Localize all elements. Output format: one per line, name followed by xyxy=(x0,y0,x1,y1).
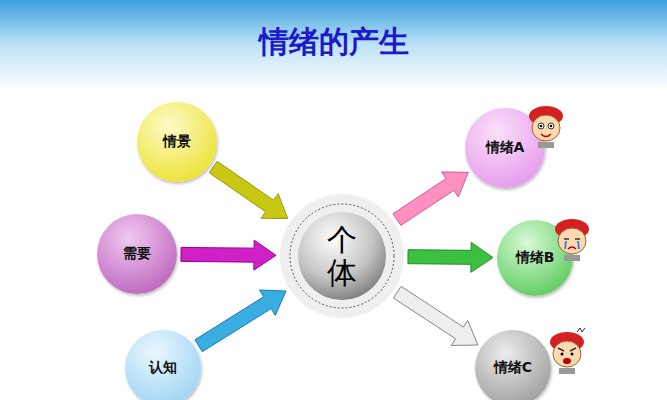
block-arrow xyxy=(393,286,477,345)
ball-label: 需要 xyxy=(123,245,151,263)
diagram-title: 情绪的产生 xyxy=(0,22,667,63)
ball-label: 情绪B xyxy=(516,249,555,267)
center-label: 个体 xyxy=(327,223,357,289)
crying-face xyxy=(555,219,589,261)
block-arrow xyxy=(393,172,468,225)
cause-ball: 情景 xyxy=(137,102,217,182)
individual-ball: 个体 xyxy=(280,194,404,318)
ball-label: 情绪C xyxy=(494,359,532,377)
orbit-line xyxy=(290,204,394,308)
ball-label: 情景 xyxy=(163,133,191,151)
emotion-ball: 情绪C xyxy=(475,330,551,400)
inner-sphere xyxy=(298,212,386,300)
block-arrow xyxy=(408,242,493,272)
header-band xyxy=(0,0,667,90)
emotion-ball: 情绪B xyxy=(497,220,573,296)
block-arrow xyxy=(181,240,276,270)
angry-face xyxy=(550,328,585,374)
block-arrow xyxy=(209,161,287,218)
ball-label: 认知 xyxy=(149,359,177,377)
block-arrow xyxy=(195,290,286,352)
happy-face xyxy=(529,106,563,148)
emotion-ball: 情绪A xyxy=(465,108,545,188)
ball-label: 情绪A xyxy=(486,139,525,157)
cause-ball: 认知 xyxy=(125,330,201,400)
cause-ball: 需要 xyxy=(97,214,177,294)
